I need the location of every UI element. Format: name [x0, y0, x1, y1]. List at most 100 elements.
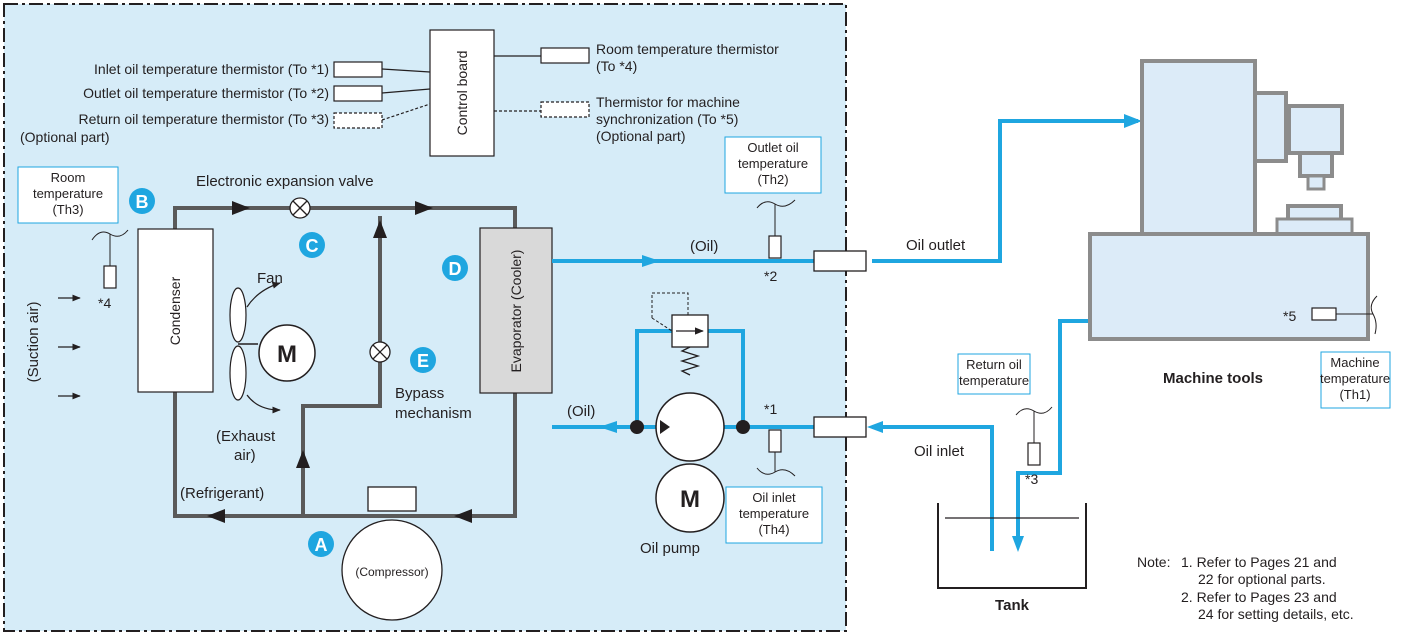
suction-air-arrows [58, 294, 81, 400]
tank [937, 503, 1087, 589]
oil-inlet-coupler [813, 416, 867, 438]
room-thermistor-ref: (To *4) [596, 58, 637, 74]
note-2-line-1: 2. Refer to Pages 23 and [1181, 589, 1337, 605]
bypass-label-1: Bypass [395, 385, 444, 402]
outlet-temperature-box [724, 136, 822, 194]
room-temperature-line-1: Room [51, 170, 86, 185]
oil-pump-motor [655, 463, 725, 533]
room-thermistor-label: Room temperature thermistor [596, 41, 779, 57]
sensor-2 [768, 235, 782, 259]
machine-sync-thermistor [540, 101, 590, 118]
sensor-2-tag: *2 [764, 268, 777, 284]
outlet-temperature-line-3: (Th2) [757, 172, 788, 187]
return-oil-pipe [1016, 319, 1090, 546]
inlet-temperature-line-1: Oil inlet [752, 490, 796, 505]
note-1-line-2: 22 for optional parts. [1198, 571, 1326, 587]
room-temperature-box [17, 166, 119, 224]
compressor [341, 486, 443, 621]
return-temperature-line-1: Return oil [966, 357, 1022, 372]
fan-arrow-down [246, 394, 281, 414]
inlet-temperature-line-3: (Th4) [758, 522, 789, 537]
oil-outlet-coupler [813, 250, 867, 272]
inlet-oil-thermistor-label: Inlet oil temperature thermistor (To *1) [94, 61, 329, 77]
svg-text:B: B [136, 192, 149, 212]
sensor-1 [768, 429, 782, 453]
oil-outlet-label: Oil outlet [906, 237, 966, 254]
sensor-4 [103, 265, 117, 289]
sensor-5 [1311, 307, 1337, 321]
sensor-3 [1027, 442, 1041, 466]
bypass-label-2: mechanism [395, 405, 472, 422]
sensor-5-tag: *5 [1283, 308, 1296, 324]
room-temperature-line-2: temperature [33, 186, 103, 201]
fan-blades [229, 287, 247, 401]
return-oil-thermistor-label: Return oil temperature thermistor (To *3… [78, 111, 329, 127]
sensor-3-tag: *3 [1025, 471, 1038, 487]
outlet-oil-thermistor-label: Outlet oil temperature thermistor (To *2… [83, 85, 329, 101]
condenser [137, 228, 214, 393]
return-temperature-box [957, 353, 1031, 395]
note-1-line-1: 1. Refer to Pages 21 and [1181, 554, 1337, 570]
machine-temperature-line-1: Machine [1330, 355, 1379, 370]
suction-air-label: (Suction air) [25, 302, 42, 383]
oil-pump-label: Oil pump [640, 540, 700, 557]
return-temperature-line-2: temperature [959, 373, 1029, 388]
room-temperature-line-3: (Th3) [52, 202, 83, 217]
exhaust-air-label-2: air) [234, 447, 256, 464]
inlet-temperature-line-2: temperature [739, 506, 809, 521]
bypass-valve-symbol [369, 341, 391, 363]
fan-motor-label: M [277, 341, 297, 368]
exhaust-air-label-1: (Exhaust [216, 428, 276, 445]
notes: Note: 1. Refer to Pages 21 and 22 for op… [1137, 554, 1354, 622]
relief-valve [651, 292, 709, 376]
tank-label: Tank [995, 597, 1030, 614]
compressor-label: (Compressor) [355, 565, 428, 579]
oil-pump [655, 392, 725, 462]
machine-tools-label: Machine tools [1163, 370, 1263, 387]
control-board [429, 29, 495, 157]
oil-outlet-pipe [872, 119, 1138, 263]
expansion-valve-symbol [289, 197, 311, 219]
fan-motor [258, 324, 316, 382]
svg-text:E: E [417, 351, 429, 371]
marker-a: A [308, 531, 334, 557]
inlet-temperature-box [725, 486, 823, 544]
machine-temperature-box [1320, 351, 1391, 409]
sensor-4-tag: *4 [98, 295, 111, 311]
sync-thermistor-label-2: synchronization (To *5) [596, 111, 738, 127]
oil-inlet-pipe [872, 425, 994, 551]
return-oil-optional-label: (Optional part) [20, 129, 109, 145]
evaporator [479, 227, 553, 394]
marker-e: E [410, 347, 436, 373]
oil-pump-motor-label: M [680, 486, 700, 513]
machine-tool [1088, 59, 1370, 341]
sensor-1-tag: *1 [764, 401, 777, 417]
note-prefix: Note: [1137, 554, 1170, 570]
condenser-label: Condenser [167, 276, 183, 345]
expansion-valve-label: Electronic expansion valve [196, 173, 374, 190]
svg-text:C: C [306, 236, 319, 256]
svg-text:A: A [315, 535, 328, 555]
return-oil-thermistor [333, 112, 383, 129]
refrigerant-label: (Refrigerant) [180, 485, 264, 502]
svg-text:D: D [449, 259, 462, 279]
room-temperature-thermistor [540, 47, 590, 64]
inlet-oil-thermistor [333, 61, 383, 78]
marker-b: B [129, 188, 155, 214]
fan-label: Fan [257, 270, 283, 287]
outlet-oil-thermistor [333, 85, 383, 102]
oil-inlet-label: Oil inlet [914, 443, 965, 460]
sync-thermistor-label-3: (Optional part) [596, 128, 685, 144]
thermistor-wiring: Control board Inlet oil temperature ther… [20, 29, 779, 157]
oil-label-outlet: (Oil) [690, 238, 718, 255]
fan-arrow-up [246, 282, 281, 308]
machine-temperature-line-2: temperature [1320, 371, 1390, 386]
control-board-label: Control board [454, 51, 470, 136]
refrigerant-flow-arrows [207, 201, 472, 523]
outlet-temperature-line-1: Outlet oil [747, 140, 798, 155]
note-2-line-2: 24 for setting details, etc. [1198, 606, 1354, 622]
machine-temperature-line-3: (Th1) [1339, 387, 1370, 402]
sync-thermistor-label-1: Thermistor for machine [596, 94, 740, 110]
marker-c: C [299, 232, 325, 258]
